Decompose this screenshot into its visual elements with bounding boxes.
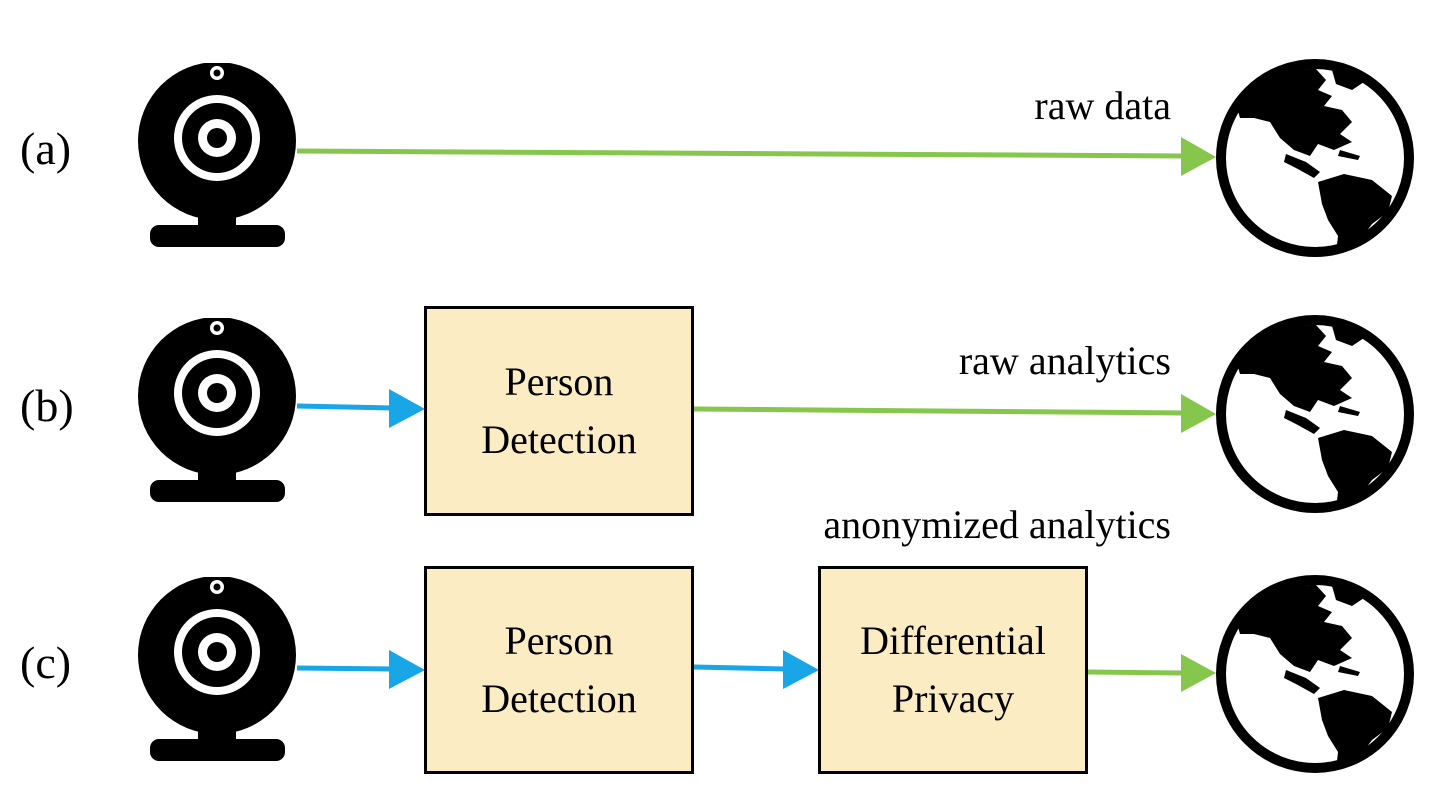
box-line1: Person: [504, 359, 614, 404]
arrow-b-detection-to-globe: [693, 406, 1186, 416]
webcam-icon: [138, 577, 296, 761]
box-line1: Differential: [860, 618, 1046, 663]
person-detection-box-c: Person Detection: [424, 566, 694, 774]
arrowhead-b-globe: [1181, 394, 1216, 433]
arrowhead-c-detection: [389, 650, 425, 689]
arrow-b-camera-to-detection: [296, 403, 393, 411]
arrow-c-camera-to-detection: [296, 665, 393, 672]
arrow-c-privacy-to-globe: [1087, 669, 1186, 676]
box-line2: Privacy: [891, 676, 1015, 721]
box-line2: Detection: [481, 676, 637, 721]
differential-privacy-box-c: Differential Privacy: [818, 566, 1088, 774]
person-detection-box-b: Person Detection: [424, 306, 694, 516]
row-label-b: (b): [20, 380, 74, 431]
webcam-icon: [138, 63, 296, 247]
globe-icon: [1216, 59, 1414, 257]
edge-label-anonymized-analytics: anonymized analytics: [823, 502, 1171, 547]
arrowhead-c-privacy: [783, 650, 819, 689]
row-label-a: (a): [20, 123, 72, 174]
arrowhead-b-detection: [389, 389, 425, 428]
arrowhead-c-globe: [1181, 654, 1216, 692]
webcam-icon: [138, 318, 296, 502]
arrow-c-detection-to-privacy: [693, 664, 787, 672]
box-line2: Detection: [481, 417, 637, 462]
globe-icon: [1216, 315, 1414, 513]
edge-label-raw-data: raw data: [1034, 83, 1171, 128]
arrowhead-a-globe: [1181, 137, 1216, 176]
arrow-a-camera-to-globe: [296, 148, 1186, 159]
box-line1: Person: [504, 618, 614, 663]
row-label-c: (c): [20, 637, 72, 688]
globe-icon: [1216, 575, 1414, 773]
edge-label-raw-analytics: raw analytics: [958, 338, 1171, 383]
